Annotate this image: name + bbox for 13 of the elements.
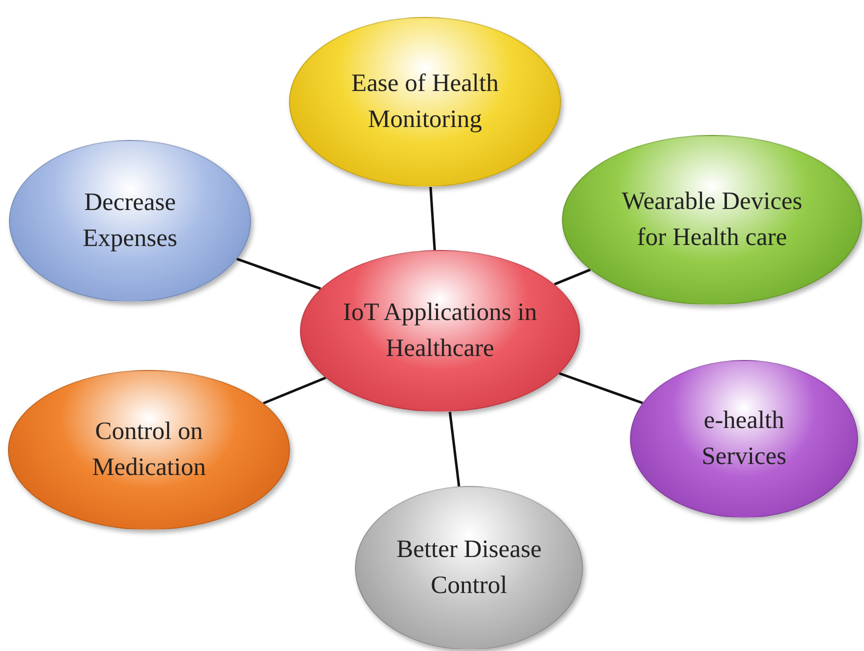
connector-line — [429, 186, 436, 250]
connector-line — [554, 268, 591, 286]
node-label: e-health Services — [700, 406, 788, 472]
connector-line — [558, 372, 643, 404]
node-label: Control on Medication — [91, 416, 207, 483]
connector-line — [448, 412, 460, 486]
node-label: IoT Applications in Healthcare — [342, 298, 538, 364]
node-label: Ease of Health Monitoring — [350, 68, 500, 135]
connector-line — [236, 258, 322, 290]
node-label: Decrease Expenses — [82, 188, 178, 254]
node-label: Better Disease Control — [395, 534, 543, 601]
connector-line — [262, 376, 326, 404]
node-label: Wearable Devices for Health care — [620, 186, 804, 253]
